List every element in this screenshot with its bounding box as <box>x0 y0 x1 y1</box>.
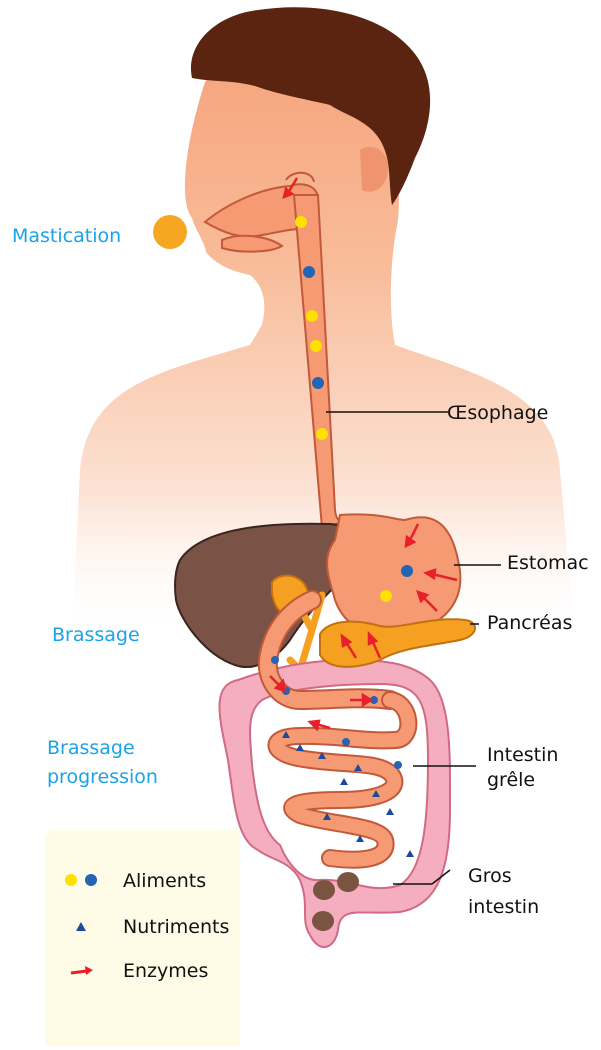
food-particle-blue <box>271 656 279 664</box>
label-estomac: Estomac <box>507 552 589 574</box>
food-particle-blue <box>303 266 315 278</box>
food-particle-blue <box>342 738 350 746</box>
food-particle-yellow <box>380 590 392 602</box>
label-pancreas: Pancréas <box>487 612 572 634</box>
legend-row-enzymes: Enzymes <box>45 956 240 986</box>
enzyme-arrow-icon <box>59 956 119 986</box>
stomach <box>327 514 460 635</box>
food-particle-yellow <box>295 216 307 228</box>
feces <box>337 872 359 892</box>
label-gros-intestin-1: Gros <box>468 865 512 887</box>
label-intestin-grele-1: Intestin <box>487 744 558 766</box>
label-brassage-progression-1: Brassage <box>47 737 135 759</box>
legend-row-aliments: Aliments <box>45 866 240 896</box>
label-intestin-grele-2: grêle <box>487 769 535 791</box>
legend-label-nutriments: Nutriments <box>123 916 229 938</box>
small-intestine <box>276 700 408 860</box>
food-particle-blue <box>394 761 402 769</box>
mastication-food-ball <box>153 215 187 249</box>
legend: Aliments Nutriments Enzymes <box>45 830 240 1046</box>
food-particle-yellow <box>316 428 328 440</box>
feces <box>312 911 334 931</box>
nutrient-triangle-icon <box>59 912 119 942</box>
label-mastication: Mastication <box>12 225 121 247</box>
feces <box>313 880 335 900</box>
legend-label-aliments: Aliments <box>123 870 206 892</box>
legend-row-nutriments: Nutriments <box>45 912 240 942</box>
label-oesophage: Œsophage <box>447 402 548 424</box>
legend-label-enzymes: Enzymes <box>123 960 208 982</box>
food-dots-icon <box>59 866 119 896</box>
food-particle-blue <box>401 565 413 577</box>
food-particle-blue <box>312 377 324 389</box>
label-brassage: Brassage <box>52 624 140 646</box>
food-particle-yellow <box>310 340 322 352</box>
food-particle-yellow <box>306 310 318 322</box>
label-gros-intestin-2: intestin <box>468 896 539 918</box>
label-brassage-progression-2: progression <box>47 766 158 788</box>
